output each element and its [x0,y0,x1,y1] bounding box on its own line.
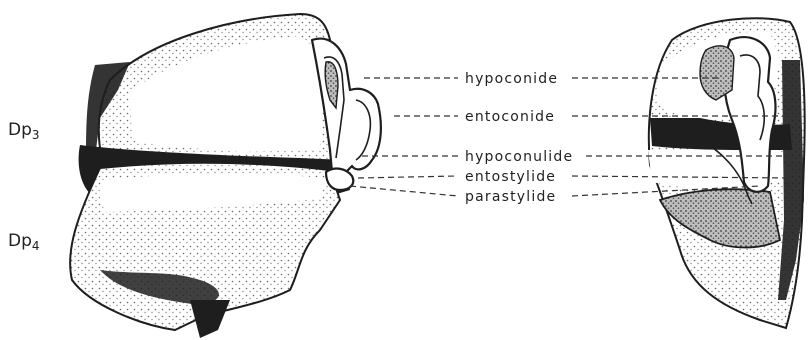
label-hypoconulide: hypoconulide [465,149,573,165]
structure-labels: hypoconide entoconide hypoconulide entos… [465,71,573,205]
label-dp4-base: Dp [8,231,32,251]
right-specimen [648,18,805,328]
label-dp3-sub: 3 [32,128,40,142]
leader-entostylide-left [358,176,458,178]
left-specimen [70,14,381,338]
label-parastylide: parastylide [465,189,556,205]
root-tip [190,300,230,338]
leader-parastylide-left [350,186,458,196]
label-dp4: Dp4 [8,231,40,253]
right-enamel-pocket [700,46,734,100]
enamel-lower-cusp [326,169,353,190]
tooth-labels: Dp3 Dp4 [8,120,40,253]
label-entoconide: entoconide [465,109,555,125]
label-hypoconide: hypoconide [465,71,558,87]
label-dp3-base: Dp [8,120,32,140]
label-dp3: Dp3 [8,120,40,142]
label-dp4-sub: 4 [32,239,40,253]
label-entostylide: entostylide [465,169,556,185]
